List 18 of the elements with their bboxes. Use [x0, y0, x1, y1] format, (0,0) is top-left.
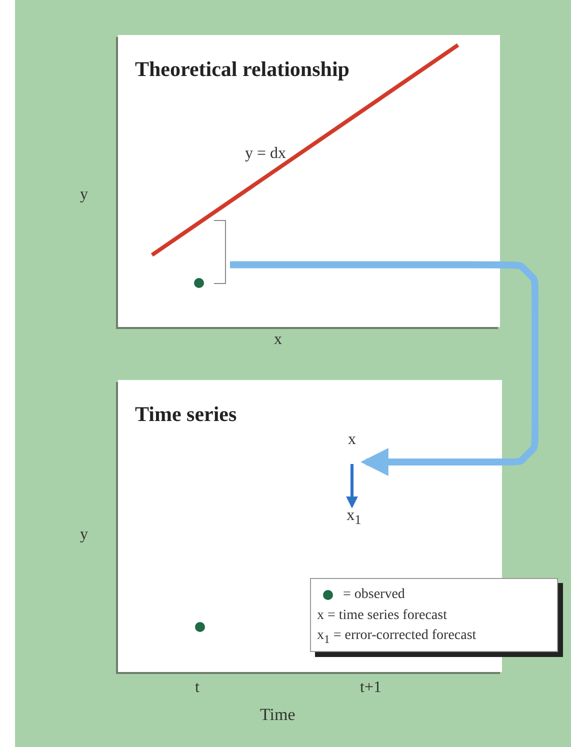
panel-heading: Time series: [135, 402, 237, 427]
forecast-symbol: x$_{1}$: [342, 508, 366, 530]
legend-text: x$_{1}$ = error-corrected forecast: [317, 628, 476, 646]
error-bracket: [214, 220, 226, 284]
arrow: [346, 464, 358, 508]
forecast-symbol: x: [342, 432, 362, 462]
arrow: [230, 261, 538, 476]
axis-label: y: [80, 187, 88, 203]
chart-panel: [118, 35, 500, 327]
axis-label: t: [195, 680, 200, 696]
axis-label: t+1: [360, 680, 382, 696]
axis-label: x: [274, 332, 282, 348]
legend-text: = observed: [343, 586, 405, 602]
panel-heading: Theoretical relationship: [135, 57, 350, 82]
axis-title: Time: [260, 706, 296, 723]
equation-label: y = dx: [245, 146, 286, 162]
legend-text: x = time series forecast: [317, 608, 447, 624]
axis-label: y: [80, 527, 88, 543]
